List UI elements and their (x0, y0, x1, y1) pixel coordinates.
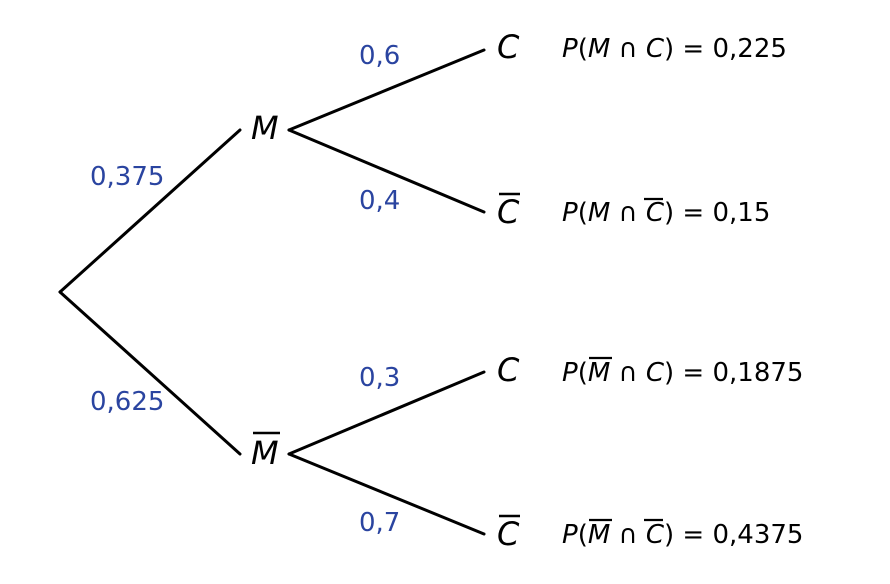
prob-m-c-bar: 0,4 (359, 186, 400, 216)
result-m-c-value: 0,225 (712, 34, 786, 64)
result-m-bar-c-bar-value: 0,4375 (712, 520, 803, 550)
result-m-c-cap: ∩ (610, 34, 646, 64)
result-m-bar-c-bar-eq: = (674, 520, 712, 550)
result-m-c-eq: = (674, 34, 712, 64)
node-m-bar-c-bar-letter: C (497, 515, 520, 553)
node-m-bar: M (251, 431, 280, 472)
result-m-c-open: ( (578, 34, 588, 64)
result-m-c-bar-p: P (562, 198, 578, 228)
result-m-c-bar-cap: ∩ (610, 198, 646, 228)
node-m-c-bar: C (497, 192, 520, 231)
result-m-c-a: M (588, 34, 610, 64)
result-m-bar-c-open: ( (578, 358, 588, 388)
result-m-bar-c-cap: ∩ (610, 358, 646, 388)
node-m: M (251, 109, 279, 147)
result-m-bar-c-bar-close: ) (664, 520, 674, 550)
node-m-c: C (497, 28, 520, 66)
result-m-bar-c-p: P (562, 358, 578, 388)
branch-m-c-bar (287, 128, 486, 214)
prob-m-c: 0,6 (359, 41, 400, 71)
prob-m-bar-c-bar: 0,7 (359, 508, 400, 538)
result-m-c-bar-eq: = (674, 198, 712, 228)
branch-m-bar-c (287, 370, 486, 456)
result-m-bar-c-b: C (646, 358, 665, 388)
result-m-bar-c-bar-open: ( (578, 520, 588, 550)
node-m-bar-letter: M (251, 434, 279, 472)
result-m-bar-c-bar-cap: ∩ (610, 520, 646, 550)
result-m-bar-c-bar: P(M ∩ C) = 0,4375 (562, 520, 803, 550)
prob-m-bar: 0,625 (90, 387, 164, 417)
result-m-bar-c-bar-b: C (646, 520, 665, 550)
branch-root-m (58, 128, 242, 294)
node-m-bar-c: C (497, 351, 520, 389)
result-m-c-bar-close: ) (664, 198, 674, 228)
result-m-c-p: P (562, 34, 578, 64)
result-m-c-bar-a: M (588, 198, 610, 228)
result-m-c-b: C (646, 34, 665, 64)
result-m-c-bar-open: ( (578, 198, 588, 228)
result-m-bar-c-value: 0,1875 (712, 358, 803, 388)
node-m-c-bar-letter: C (497, 193, 520, 231)
result-m-c-close: ) (664, 34, 674, 64)
result-m-bar-c-eq: = (674, 358, 712, 388)
prob-m: 0,375 (90, 162, 164, 192)
node-m-bar-c-bar: C (497, 514, 520, 553)
result-m-c-bar-value: 0,15 (712, 198, 770, 228)
result-m-c-bar-b: C (646, 198, 665, 228)
result-m-c: P(M ∩ C) = 0,225 (562, 34, 787, 64)
prob-m-bar-c: 0,3 (359, 363, 400, 393)
branch-m-bar-c-bar (287, 452, 486, 536)
result-m-bar-c: P(M ∩ C) = 0,1875 (562, 358, 803, 388)
branch-m-c (287, 48, 486, 132)
result-m-bar-c-close: ) (664, 358, 674, 388)
result-m-bar-c-bar-p: P (562, 520, 578, 550)
result-m-bar-c-a: M (588, 358, 610, 388)
result-m-bar-c-bar-a: M (588, 520, 610, 550)
result-m-c-bar: P(M ∩ C) = 0,15 (562, 198, 770, 228)
branch-root-m-bar (58, 290, 242, 456)
